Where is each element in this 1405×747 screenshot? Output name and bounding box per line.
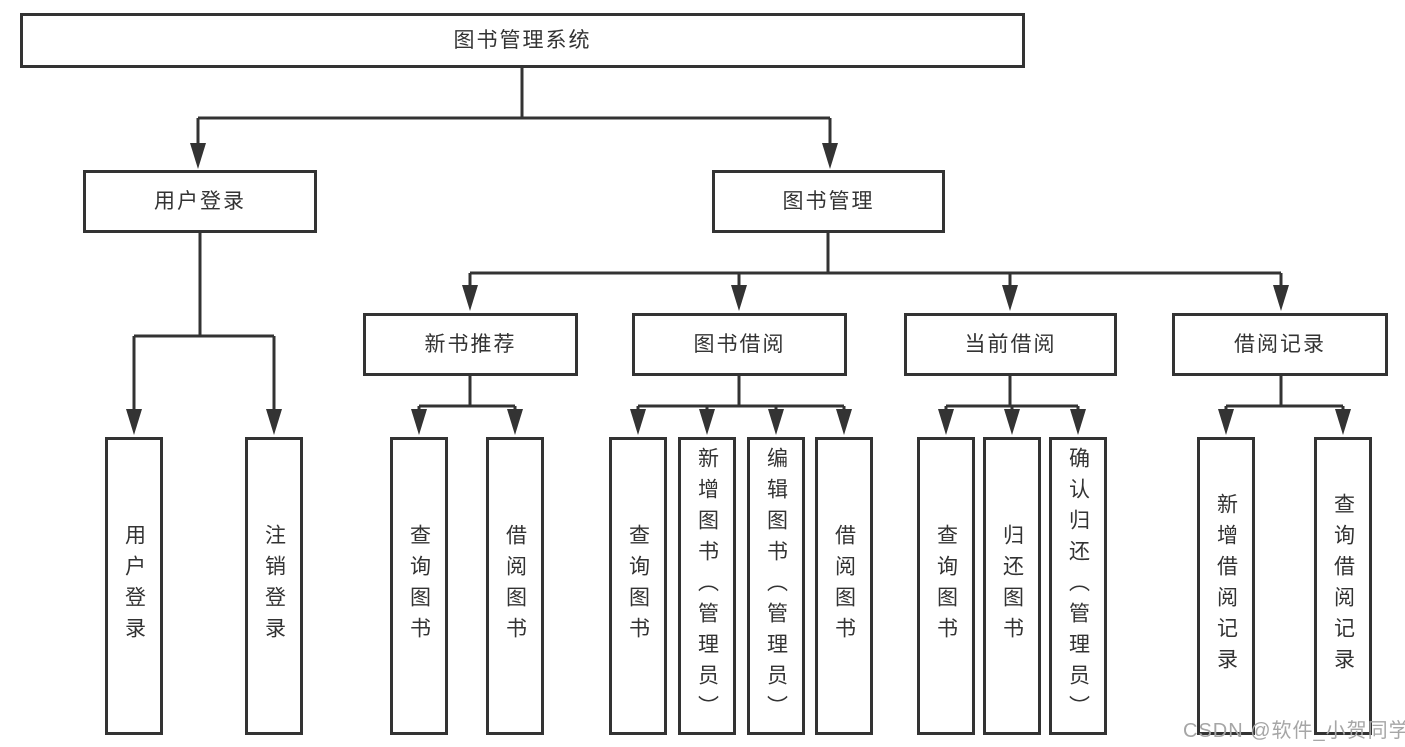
leaf-query-books-current: 查询图书 <box>917 437 975 735</box>
leaf-add-borrow-record: 新增借阅记录 <box>1197 437 1255 735</box>
leaf-borrow-books: 借阅图书 <box>815 437 873 735</box>
leaf-logout: 注销登录 <box>245 437 303 735</box>
leaf-user-login: 用户登录 <box>105 437 163 735</box>
leaf-add-book-admin: 新增图书（管理员） <box>678 437 736 735</box>
leaf-borrow-books-recommend: 借阅图书 <box>486 437 544 735</box>
leaf-query-borrow-record: 查询借阅记录 <box>1314 437 1372 735</box>
node-current-borrowing: 当前借阅 <box>904 313 1117 376</box>
node-borrowing-records: 借阅记录 <box>1172 313 1388 376</box>
arrowheads <box>126 143 1351 435</box>
node-new-book-recommendation: 新书推荐 <box>363 313 578 376</box>
leaf-edit-book-admin: 编辑图书（管理员） <box>747 437 805 735</box>
leaf-query-books-borrow: 查询图书 <box>609 437 667 735</box>
leaf-confirm-return-admin: 确认归还（管理员） <box>1049 437 1107 735</box>
node-book-management: 图书管理 <box>712 170 945 233</box>
node-library-management-system: 图书管理系统 <box>20 13 1025 68</box>
leaf-query-books-recommend: 查询图书 <box>390 437 448 735</box>
node-user-login: 用户登录 <box>83 170 317 233</box>
leaf-return-book: 归还图书 <box>983 437 1041 735</box>
node-book-borrowing: 图书借阅 <box>632 313 847 376</box>
csdn-watermark: CSDN @软件_小贺同学 <box>1183 720 1405 742</box>
